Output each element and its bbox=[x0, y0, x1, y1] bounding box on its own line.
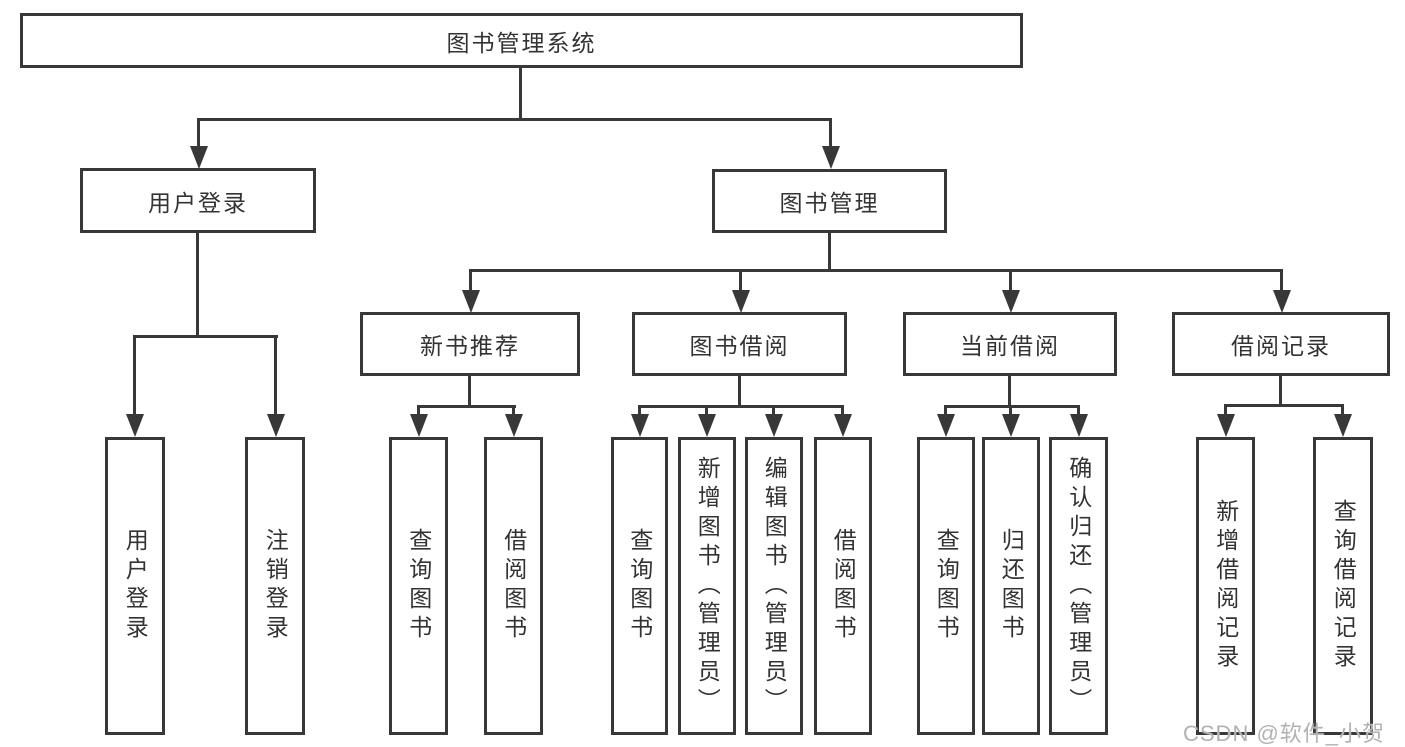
leaf-query-books-borrow: 查询图书 bbox=[611, 437, 668, 735]
connector-line bbox=[197, 118, 832, 121]
leaf-query-books-recommend: 查询图书 bbox=[389, 437, 448, 735]
connector-line bbox=[1341, 404, 1344, 417]
leaf-query-books-current: 查询图书 bbox=[917, 437, 975, 735]
connector-line bbox=[638, 405, 844, 408]
arrow-down-icon bbox=[698, 414, 716, 437]
node-book-management: 图书管理 bbox=[712, 169, 947, 233]
arrow-down-icon bbox=[1217, 414, 1235, 437]
node-book-borrow: 图书借阅 bbox=[632, 312, 847, 376]
connector-line bbox=[829, 118, 832, 148]
connector-line bbox=[274, 335, 277, 417]
leaf-add-book-admin: 新增图书（管理员） bbox=[678, 437, 736, 735]
arrow-down-icon bbox=[462, 290, 480, 313]
arrow-down-icon bbox=[1334, 414, 1352, 437]
connector-line bbox=[469, 269, 1283, 272]
connector-line bbox=[196, 233, 199, 338]
node-user-login: 用户登录 bbox=[80, 168, 316, 233]
leaf-borrow-books: 借阅图书 bbox=[814, 437, 872, 735]
node-library-system: 图书管理系统 bbox=[20, 13, 1023, 68]
connector-line bbox=[468, 376, 471, 408]
connector-line bbox=[1279, 376, 1282, 407]
connector-line bbox=[841, 405, 844, 417]
connector-line bbox=[512, 405, 515, 417]
connector-line bbox=[638, 405, 641, 417]
connector-line bbox=[705, 405, 708, 417]
arrow-down-icon bbox=[267, 414, 285, 437]
leaf-user-login: 用户登录 bbox=[105, 437, 165, 735]
connector-line bbox=[944, 405, 947, 417]
connector-line bbox=[772, 405, 775, 417]
node-current-borrow: 当前借阅 bbox=[903, 312, 1117, 376]
arrow-down-icon bbox=[126, 414, 144, 437]
arrow-down-icon bbox=[505, 414, 523, 437]
leaf-logout: 注销登录 bbox=[245, 437, 305, 735]
connector-line bbox=[945, 405, 1080, 408]
arrow-down-icon bbox=[822, 146, 840, 169]
connector-line bbox=[738, 376, 741, 408]
leaf-borrow-books-recommend: 借阅图书 bbox=[484, 437, 543, 735]
connector-line bbox=[417, 405, 420, 417]
connector-line bbox=[417, 405, 516, 408]
arrow-down-icon bbox=[631, 414, 649, 437]
arrow-down-icon bbox=[1002, 414, 1020, 437]
connector-line bbox=[133, 335, 278, 338]
connector-line bbox=[1009, 405, 1012, 417]
arrow-down-icon bbox=[190, 146, 208, 169]
leaf-query-borrow-record: 查询借阅记录 bbox=[1313, 437, 1373, 735]
arrow-down-icon bbox=[410, 414, 428, 437]
connector-line bbox=[1008, 376, 1011, 408]
arrow-down-icon bbox=[1273, 290, 1291, 313]
connector-line bbox=[1225, 404, 1344, 407]
connector-line bbox=[739, 269, 742, 292]
csdn-watermark: CSDN @软件_小贺同学 bbox=[1183, 721, 1386, 746]
connector-line bbox=[519, 68, 522, 120]
connector-line bbox=[1224, 404, 1227, 417]
connector-line bbox=[1077, 405, 1080, 417]
arrow-down-icon bbox=[937, 414, 955, 437]
leaf-add-borrow-record: 新增借阅记录 bbox=[1196, 437, 1255, 735]
connector-line bbox=[1280, 269, 1283, 292]
arrow-down-icon bbox=[732, 290, 750, 313]
arrow-down-icon bbox=[1070, 414, 1088, 437]
connector-line bbox=[197, 118, 200, 148]
leaf-confirm-return-admin: 确认归还（管理员） bbox=[1049, 437, 1108, 735]
connector-line bbox=[828, 233, 831, 272]
leaf-return-book: 归还图书 bbox=[982, 437, 1040, 735]
connector-line bbox=[1009, 269, 1012, 292]
node-new-book-recommend: 新书推荐 bbox=[360, 312, 580, 376]
arrow-down-icon bbox=[834, 414, 852, 437]
leaf-edit-book-admin: 编辑图书（管理员） bbox=[745, 437, 803, 735]
arrow-down-icon bbox=[765, 414, 783, 437]
arrow-down-icon bbox=[1002, 290, 1020, 313]
connector-line bbox=[469, 269, 472, 292]
connector-line bbox=[133, 335, 136, 417]
node-borrow-records: 借阅记录 bbox=[1172, 312, 1390, 376]
